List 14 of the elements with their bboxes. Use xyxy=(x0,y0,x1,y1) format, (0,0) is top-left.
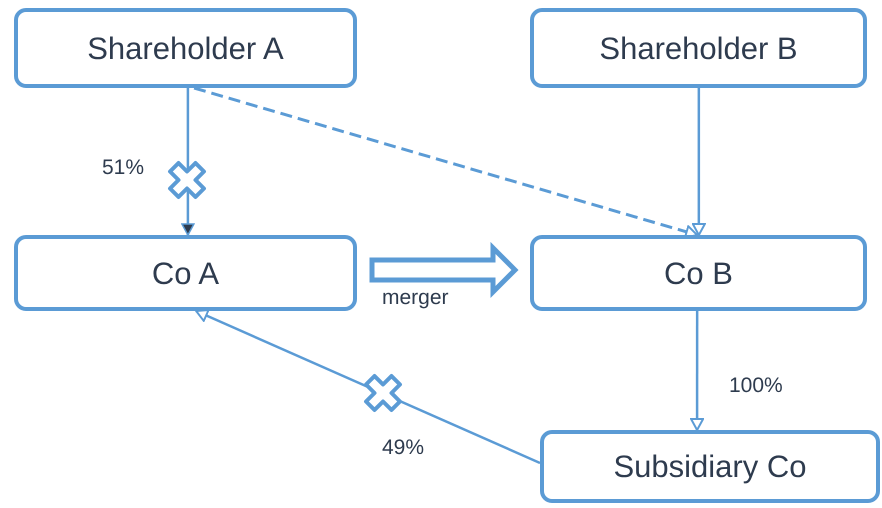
block-arrow xyxy=(370,242,519,298)
entity-box xyxy=(530,8,867,88)
entity-name: Co A xyxy=(152,258,220,288)
arrow xyxy=(692,88,706,236)
entity-name: Shareholder B xyxy=(599,32,798,64)
arrow xyxy=(690,311,704,431)
entity-box xyxy=(540,430,880,503)
arrow xyxy=(195,308,540,464)
entity-name: Co B xyxy=(664,258,733,288)
entity-box xyxy=(14,8,357,88)
entity-name: Subsidiary Co xyxy=(614,451,806,482)
entity-name: Shareholder A xyxy=(87,32,284,64)
entity-box xyxy=(14,235,357,311)
entity-box xyxy=(530,235,867,311)
